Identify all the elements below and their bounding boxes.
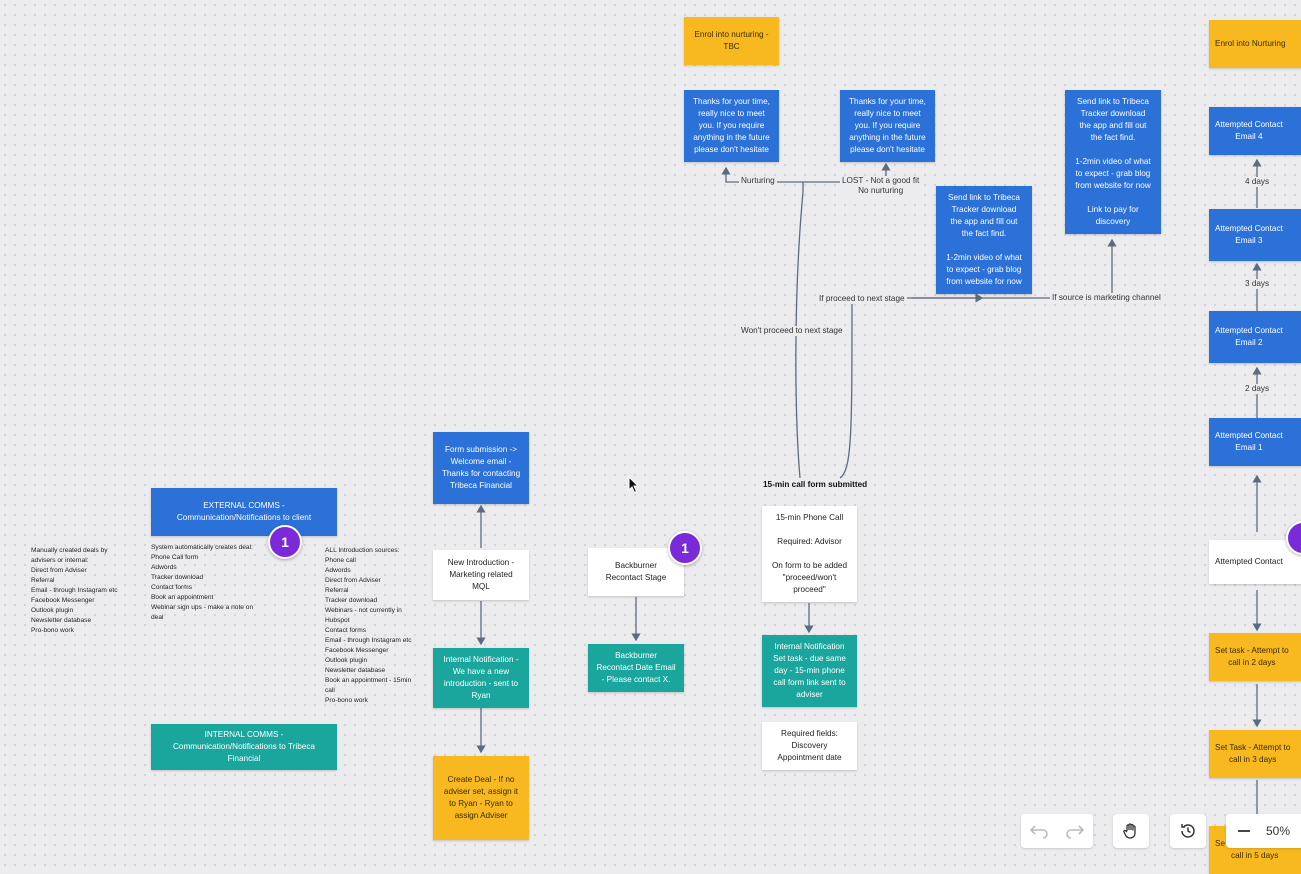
nurturing-label: Nurturing bbox=[739, 176, 777, 186]
zoom-control: 50% bbox=[1226, 814, 1301, 848]
internal-notification-ryan-card[interactable]: Internal Notification - We have a new in… bbox=[433, 648, 529, 708]
enrol-nurturing-card[interactable]: Enrol into Nurturing bbox=[1209, 20, 1301, 68]
zoom-out-icon[interactable] bbox=[1226, 814, 1262, 848]
new-introduction-card[interactable]: New Introduction - Marketing related MQL bbox=[433, 550, 529, 600]
hand-tool-button[interactable] bbox=[1113, 814, 1149, 848]
wont-proceed-label: Won't proceed to next stage bbox=[739, 326, 845, 336]
zoom-level[interactable]: 50% bbox=[1266, 824, 1291, 838]
all-sources-text: ALL Introduction sources: Phone call Adw… bbox=[325, 547, 412, 704]
thanks-lost-card[interactable]: Thanks for your time, really nice to mee… bbox=[840, 90, 935, 162]
backburner-email-card[interactable]: Backburner Recontact Date Email - Please… bbox=[588, 644, 684, 692]
task-2-days-card[interactable]: Set task - Attempt to call in 2 days bbox=[1209, 633, 1301, 681]
lost-label: LOST - Not a good fit No nurturing bbox=[840, 176, 922, 196]
task-5-days-prefix: Se bbox=[1215, 839, 1226, 848]
system-deals-text: System automatically creates deal: Phone… bbox=[151, 544, 254, 621]
history-icon bbox=[1181, 824, 1195, 838]
form-submitted-label: 15-min call form submitted bbox=[761, 480, 870, 490]
undo-icon[interactable] bbox=[1021, 814, 1057, 848]
attempted-contact-card[interactable]: Attempted Contact bbox=[1209, 540, 1301, 584]
backburner-stage-card[interactable]: Backburner Recontact Stage bbox=[588, 548, 684, 596]
history-button[interactable] bbox=[1170, 814, 1206, 848]
marketing-channel-label: If source is marketing channel bbox=[1050, 293, 1163, 303]
create-deal-card[interactable]: Create Deal - If no adviser set, assign … bbox=[433, 756, 529, 840]
undo-redo-group bbox=[1021, 814, 1093, 848]
external-comms-badge: 1 bbox=[268, 525, 302, 559]
form-submission-card[interactable]: Form submission -> Welcome email - Thank… bbox=[433, 432, 529, 504]
manual-deals-text: Manually created deals by advisers or in… bbox=[31, 547, 118, 634]
external-comms-card[interactable]: EXTERNAL COMMS - Communication/Notificat… bbox=[151, 488, 337, 536]
internal-comms-card[interactable]: INTERNAL COMMS - Communication/Notificat… bbox=[151, 724, 337, 770]
attempted-email-2-card[interactable]: Attempted Contact Email 2 bbox=[1209, 311, 1301, 363]
hand-icon bbox=[1123, 823, 1136, 839]
enrol-nurturing-tbc-card[interactable]: Enrol into nurturing - TBC bbox=[684, 17, 779, 65]
phone-call-card[interactable]: 15-min Phone Call Required: Advisor On f… bbox=[762, 506, 857, 602]
attempted-email-1-card[interactable]: Attempted Contact Email 1 bbox=[1209, 418, 1301, 466]
two-days-label: 2 days bbox=[1243, 384, 1272, 394]
redo-icon[interactable] bbox=[1057, 814, 1093, 848]
backburner-badge: 1 bbox=[668, 531, 702, 565]
required-fields-card[interactable]: Required fields: Discovery Appointment d… bbox=[762, 722, 857, 770]
thanks-nurturing-card[interactable]: Thanks for your time, really nice to mee… bbox=[684, 90, 779, 162]
attempted-email-3-card[interactable]: Attempted Contact Email 3 bbox=[1209, 209, 1301, 261]
task-3-days-card[interactable]: Set Task - Attempt to call in 3 days bbox=[1209, 730, 1301, 778]
mouse-cursor-icon bbox=[628, 476, 640, 494]
attempted-email-4-card[interactable]: Attempted Contact Email 4 bbox=[1209, 107, 1301, 155]
four-days-label: 4 days bbox=[1243, 177, 1272, 187]
proceed-label: If proceed to next stage bbox=[817, 294, 907, 304]
task-5-days-text: call in 5 days bbox=[1231, 851, 1279, 860]
internal-notification-adviser-card[interactable]: Internal Notification Set task - due sam… bbox=[762, 635, 857, 707]
three-days-label: 3 days bbox=[1243, 279, 1272, 289]
send-link-proceed-card[interactable]: Send link to Tribeca Tracker download th… bbox=[936, 186, 1032, 294]
send-link-marketing-card[interactable]: Send link to Tribeca Tracker download th… bbox=[1065, 90, 1161, 234]
